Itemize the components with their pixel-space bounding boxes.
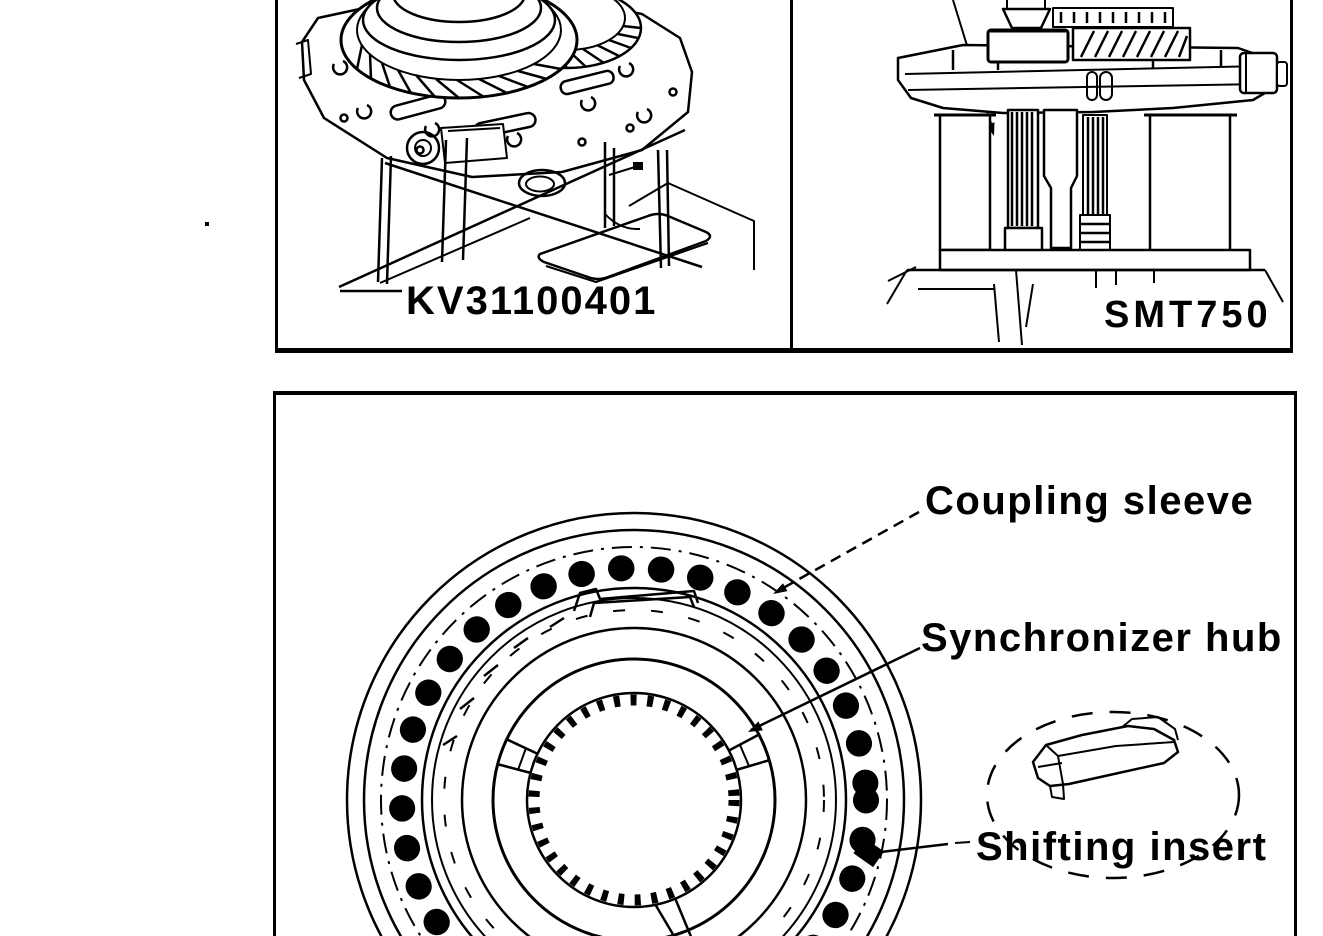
- collar-block: [986, 28, 1070, 64]
- synchronizer-hub-leader: [750, 646, 921, 732]
- cross-line-b: [384, 161, 703, 269]
- splined-shaft: [1010, 112, 1034, 226]
- synchronizer-hub-arrowhead: [748, 721, 763, 732]
- main-gear-teeth: [355, 44, 562, 99]
- base-hole: [517, 168, 567, 198]
- coupling-sleeve-label: Coupling sleeve: [925, 479, 1254, 523]
- panel-tool-smt750: SMT750: [790, 0, 1293, 353]
- shifting-insert-leader: [880, 842, 949, 854]
- press-columns: [934, 108, 1237, 270]
- insert-slots: [496, 732, 771, 936]
- shading-dashes: [442, 616, 565, 747]
- main-gear-stack: [339, 0, 579, 100]
- gear-hatch: [1079, 30, 1189, 58]
- insert-detail-oval: [985, 710, 1241, 880]
- tool-kv-illustration: KV31100401: [295, 0, 755, 323]
- tool-number-label: SMT750: [1104, 294, 1272, 336]
- coupling-sleeve-arrowhead: [773, 583, 788, 594]
- synchronizer-hub-rings: [420, 586, 848, 936]
- spline-teeth: [528, 694, 740, 906]
- upper-gear-section: [1052, 7, 1192, 62]
- spline-bore-outline: [525, 691, 743, 909]
- scan-speck: [205, 222, 209, 226]
- panel-tool-kv31100401: KV31100401: [275, 0, 790, 353]
- right-base-plate: [537, 212, 712, 281]
- tool-smt-illustration: SMT750: [886, 0, 1288, 346]
- press-stand: [338, 123, 755, 289]
- synchronizer-illustration: Coupling sleeve Synchronizer hub Shiftin…: [345, 479, 1283, 936]
- shifting-insert-marker: [853, 837, 884, 868]
- coupling-sleeve-leader: [775, 510, 920, 594]
- tool-number-label: KV31100401: [406, 279, 657, 323]
- sleeve-notch: [572, 587, 700, 618]
- shifting-insert-part: [1031, 716, 1180, 800]
- synchronizer-hub-label: Synchronizer hub: [921, 616, 1283, 660]
- press-base: [886, 248, 1284, 346]
- plate-left-tab: [295, 39, 312, 79]
- shifting-insert-label: Shifting insert: [976, 825, 1267, 869]
- cross-line-a: [338, 128, 686, 289]
- panel-synchronizer-assembly: Coupling sleeve Synchronizer hub Shiftin…: [273, 391, 1297, 936]
- coupling-sleeve-rings: [345, 511, 923, 936]
- funnel: [1001, 7, 1052, 30]
- sleeve-teeth-ball-ring: [389, 555, 879, 936]
